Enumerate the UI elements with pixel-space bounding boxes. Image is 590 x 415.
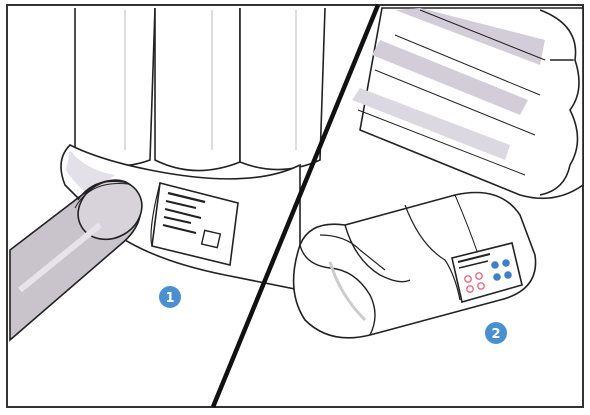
callout-2-label: 2 xyxy=(491,327,500,342)
port-blue-4 xyxy=(504,271,512,279)
port-blue-3 xyxy=(493,273,501,281)
callout-1-label: 1 xyxy=(165,291,174,306)
inflatable-columns xyxy=(75,8,325,171)
port-blue-2 xyxy=(502,259,510,267)
callout-2: 2 xyxy=(485,322,507,344)
port-blue-1 xyxy=(491,261,499,269)
callout-1: 1 xyxy=(159,286,181,308)
